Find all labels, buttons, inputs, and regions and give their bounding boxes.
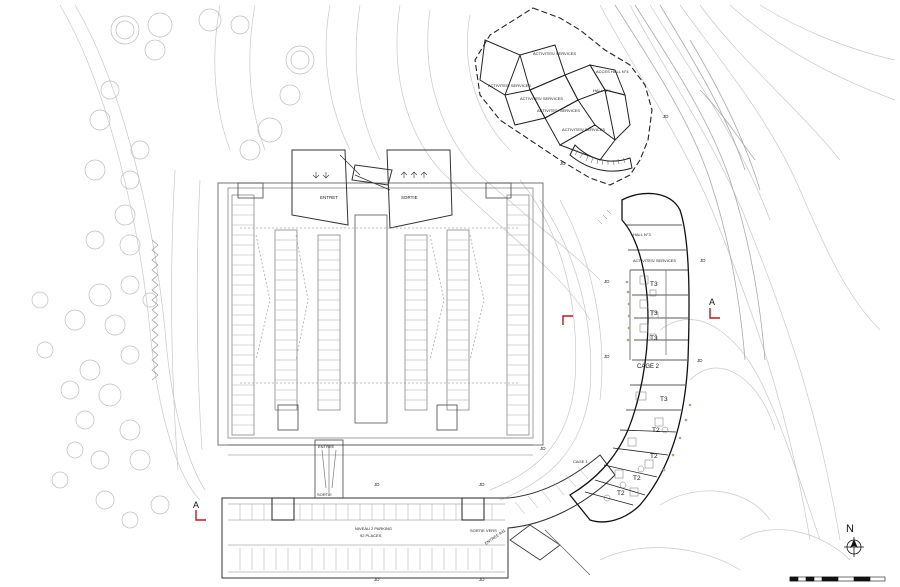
section-marker-left xyxy=(195,510,206,521)
activity-label-1: ACTIVITES/ SERVICES xyxy=(533,51,576,56)
jd-mark: JD xyxy=(604,354,610,359)
places-label: 92 PLACES xyxy=(360,533,382,538)
unit-t3-4: T3 xyxy=(660,396,668,403)
jd-mark: JD xyxy=(663,114,669,119)
hall-3-label: HALL N°3 xyxy=(633,232,651,237)
ramp-arrows xyxy=(312,171,428,179)
parking-entrance-label: ENTRET xyxy=(320,195,338,200)
activities-stairs xyxy=(574,149,626,166)
lower-stalls xyxy=(239,466,589,570)
unit-t2-4: T2 xyxy=(617,490,625,497)
section-corner-marker xyxy=(562,315,573,325)
ramp-exit-label: SORTIE xyxy=(317,492,332,497)
jd-mark: JD xyxy=(604,279,610,284)
tree-symbols xyxy=(31,8,315,529)
section-marker-right xyxy=(709,308,720,319)
site-edge xyxy=(151,239,159,381)
activity-label-5: ACTIVITES/ SERVICES xyxy=(562,127,605,132)
section-label-right: A xyxy=(709,297,715,307)
jd-mark: JD xyxy=(374,577,380,582)
parking-exit-label: SORTIE xyxy=(401,195,418,200)
cage-1-label: CAGE 1 xyxy=(573,459,588,464)
unit-t2-2: T2 xyxy=(650,453,658,460)
activity-label-3: ACTIVITES/ SERVICES xyxy=(520,96,563,101)
planting-strip xyxy=(625,280,692,472)
lower-parking xyxy=(221,454,616,579)
terrain-lines xyxy=(59,4,896,571)
section-label-left: A xyxy=(193,500,199,510)
ramp-entrance-label: ENTREE xyxy=(318,444,335,449)
hall-4-label: HALL N°4 xyxy=(593,88,611,93)
jd-mark: JD xyxy=(374,482,380,487)
jd-mark: JD xyxy=(560,161,566,166)
unit-t2-1: T2 xyxy=(652,427,660,434)
residential-details xyxy=(597,209,669,502)
unit-t2-3: T2 xyxy=(633,475,641,482)
activity-label-2: ACTIVITES/ SERVICES xyxy=(488,83,531,88)
exit-direction-label: SORTIE VERS xyxy=(470,528,497,533)
level-label: NIVEAU 2 PARKING xyxy=(355,526,392,531)
ramp-down xyxy=(509,524,591,576)
residential-walls xyxy=(584,224,688,506)
north-label: N xyxy=(846,523,854,535)
unit-t3-2: T3 xyxy=(650,310,658,317)
jd-mark: JD xyxy=(479,577,485,582)
unit-t3-1: T3 xyxy=(650,281,658,288)
activity-label-4: ACTIVITES/ SERVICES xyxy=(537,108,580,113)
north-arrow-icon xyxy=(844,537,864,557)
activities-block xyxy=(479,39,633,172)
building-outline-dashed xyxy=(474,7,653,186)
jd-mark: JD xyxy=(697,358,703,363)
highway-lines xyxy=(614,4,766,361)
unit-t3-3: T3 xyxy=(650,335,658,342)
cage-2-label: CAGE 2 xyxy=(637,364,660,370)
jd-mark: JD xyxy=(700,258,706,263)
upper-parking xyxy=(217,149,544,456)
jd-mark: JD xyxy=(540,446,546,451)
activity-label-6: ACTIVITES/ SERVICES xyxy=(633,258,676,263)
jd-mark: JD xyxy=(479,482,485,487)
residential-wing xyxy=(569,192,690,523)
upper-stalls xyxy=(232,204,530,426)
access-hall-label: ACCES HALL N°4 xyxy=(596,69,629,74)
scale-bar xyxy=(789,576,886,582)
